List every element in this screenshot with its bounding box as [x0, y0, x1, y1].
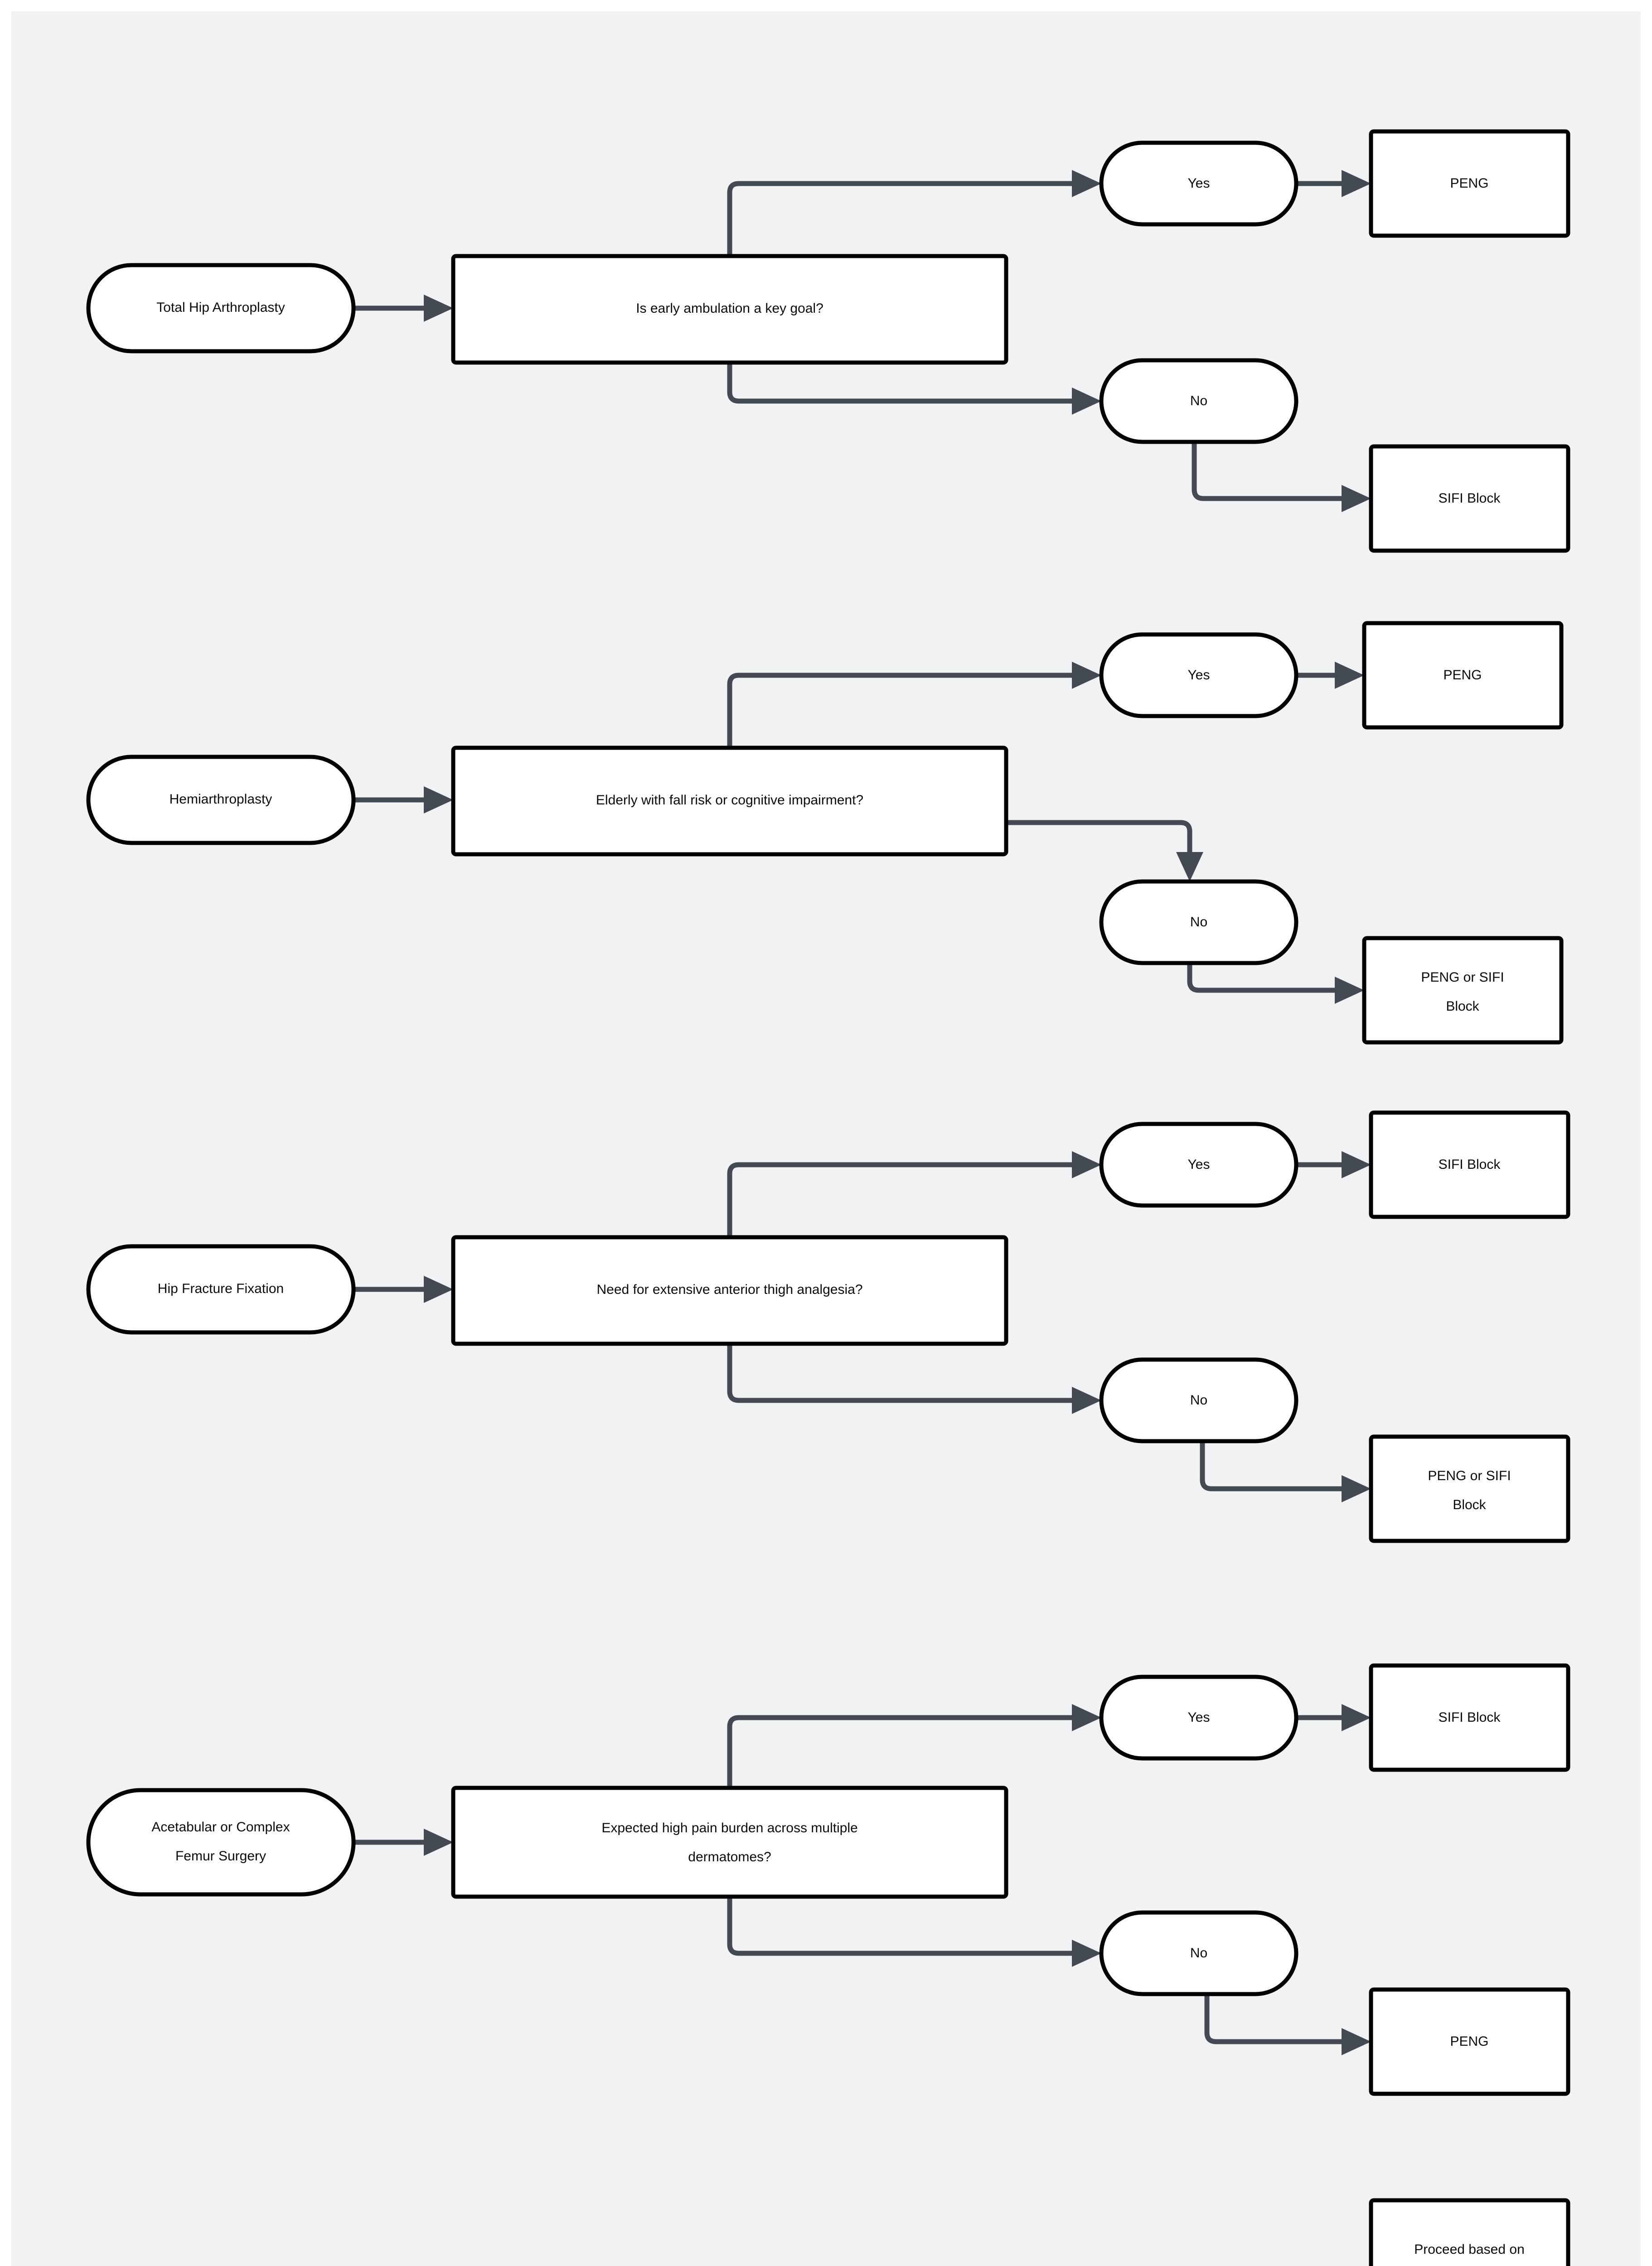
result-node-g2-no[interactable]: PENG or SIFI Block: [1362, 936, 1564, 1045]
yes-node-g1[interactable]: Yes: [1099, 140, 1298, 227]
arrowhead-decision-to-yes-g2: [1072, 662, 1101, 689]
arrowhead-decision-to-yes-g3: [1072, 1151, 1101, 1178]
result-node-g1-no[interactable]: SIFI Block: [1369, 444, 1570, 553]
arrowhead-no-to-result-g3: [1342, 1475, 1371, 1502]
yes-node-label: Yes: [1188, 1710, 1210, 1725]
edge-no-to-result-g2: [1187, 963, 1335, 993]
no-node-label: No: [1190, 1946, 1207, 1961]
arrowhead-start-to-decision-g2: [424, 786, 453, 813]
result-node-label: PENG: [1443, 668, 1482, 683]
start-node-label: Hip Fracture Fixation: [158, 1281, 284, 1296]
group-institutional-considerations: Institutional Considerations Are trained…: [1369, 2198, 1570, 2266]
decision-node-label: Elderly with fall risk or cognitive impa…: [596, 793, 863, 808]
result-node-g4-no[interactable]: PENG: [1369, 1987, 1570, 2096]
start-node-hemiarthroplasty[interactable]: Hemiarthroplasty: [86, 755, 356, 845]
arrowhead-yes-to-result-g3: [1342, 1151, 1371, 1178]
edge-decision-to-no-g1: [727, 363, 1072, 404]
edge-decision-to-no-g4: [727, 1897, 1072, 1956]
edge-decision-to-yes-g3: [727, 1162, 1072, 1237]
edge-decision-to-no-g3: [727, 1344, 1072, 1403]
arrowhead-start-to-decision-g3: [424, 1276, 453, 1303]
result-node-label: SIFI Block: [1439, 1710, 1501, 1725]
start-node-label: Hemiarthroplasty: [170, 792, 272, 807]
result-node-label-line2: Block: [1446, 999, 1479, 1014]
edge-decision-to-yes-g2: [727, 673, 1072, 748]
group-total-hip-arthroplasty: Total Hip Arthroplasty Is early ambulati…: [86, 129, 1570, 553]
yes-node-g2[interactable]: Yes: [1099, 632, 1298, 718]
no-node-g4[interactable]: No: [1099, 1910, 1298, 1996]
start-node-label-line2: Femur Surgery: [175, 1849, 266, 1864]
decision-node-label: Is early ambulation a key goal?: [636, 301, 824, 316]
result-node-label-line1: PENG or SIFI: [1421, 970, 1504, 985]
arrowhead-decision-to-no-g2: [1176, 852, 1203, 881]
result-node-label-line1: Proceed based on: [1414, 2242, 1525, 2257]
result-node-label: SIFI Block: [1439, 491, 1501, 506]
result-node-label-line2: Block: [1453, 1497, 1486, 1512]
no-node-label: No: [1190, 1393, 1207, 1408]
result-node-g4-yes[interactable]: SIFI Block: [1369, 1663, 1570, 1772]
group-hemiarthroplasty: Hemiarthroplasty Elderly with fall risk …: [86, 621, 1564, 1045]
arrowhead-start-to-decision-g4: [424, 1829, 453, 1856]
group-hip-fracture-fixation: Hip Fracture Fixation Need for extensive…: [86, 1110, 1570, 1543]
yes-node-g3[interactable]: Yes: [1099, 1122, 1298, 1208]
arrowhead-yes-to-result-g1: [1342, 170, 1371, 197]
decision-node-label: Need for extensive anterior thigh analge…: [596, 1282, 862, 1297]
decision-node-high-pain-burden[interactable]: Expected high pain burden across multipl…: [451, 1786, 1008, 1899]
arrowhead-decision-to-no-g3: [1072, 1387, 1101, 1414]
flowchart-svg: Total Hip Arthroplasty Is early ambulati…: [86, 129, 1570, 2266]
start-node-total-hip-arthroplasty[interactable]: Total Hip Arthroplasty: [86, 263, 356, 353]
edge-decision-to-yes-g4: [727, 1715, 1072, 1788]
no-node-label: No: [1190, 915, 1207, 930]
arrowhead-yes-to-result-g4: [1342, 1704, 1371, 1731]
result-node-label-line1: PENG or SIFI: [1428, 1468, 1511, 1483]
arrowhead-start-to-decision-g1: [424, 295, 453, 322]
start-node-acetabular-or-complex-femur-surgery[interactable]: Acetabular or Complex Femur Surgery: [86, 1788, 356, 1897]
decision-node-label-line1: Expected high pain burden across multipl…: [601, 1821, 857, 1835]
edge-decision-to-yes-g1: [727, 181, 1072, 256]
result-node-label: PENG: [1450, 2034, 1488, 2049]
arrowhead-decision-to-yes-g4: [1072, 1704, 1101, 1731]
arrowhead-no-to-result-g1: [1342, 485, 1371, 512]
yes-node-g4[interactable]: Yes: [1099, 1675, 1298, 1761]
result-node-g5-yes[interactable]: Proceed based on clinical context: [1369, 2198, 1570, 2266]
no-node-label: No: [1190, 393, 1207, 408]
edge-decision-to-no-g2: [1006, 820, 1192, 852]
result-node-label: SIFI Block: [1439, 1157, 1501, 1172]
no-node-g3[interactable]: No: [1099, 1357, 1298, 1443]
decision-node-label-line2: dermatomes?: [688, 1850, 771, 1864]
no-node-g2[interactable]: No: [1099, 879, 1298, 965]
yes-node-label: Yes: [1188, 668, 1210, 683]
no-node-g1[interactable]: No: [1099, 358, 1298, 444]
yes-node-label: Yes: [1188, 1157, 1210, 1172]
arrowhead-decision-to-yes-g1: [1072, 170, 1101, 197]
arrowhead-yes-to-result-g2: [1335, 662, 1364, 689]
result-node-g1-yes[interactable]: PENG: [1369, 129, 1570, 238]
result-node-label: PENG: [1450, 176, 1488, 191]
edge-no-to-result-g1: [1192, 419, 1342, 501]
result-node-g3-yes[interactable]: SIFI Block: [1369, 1110, 1570, 1219]
flowchart-canvas: Total Hip Arthroplasty Is early ambulati…: [11, 11, 1641, 2266]
decision-node-elderly-fall-risk[interactable]: Elderly with fall risk or cognitive impa…: [451, 746, 1008, 857]
start-node-label-line1: Acetabular or Complex: [151, 1820, 290, 1835]
arrowhead-decision-to-no-g1: [1072, 387, 1101, 415]
start-node-label: Total Hip Arthroplasty: [156, 300, 285, 315]
arrowhead-no-to-result-g4: [1342, 2028, 1371, 2055]
group-acetabular-or-complex-femur-surgery: Acetabular or Complex Femur Surgery Expe…: [86, 1663, 1570, 2096]
edge-no-to-result-g3: [1200, 1419, 1342, 1491]
result-node-g2-yes[interactable]: PENG: [1362, 621, 1564, 730]
edge-no-to-result-g4: [1204, 1971, 1342, 2044]
decision-node-anterior-thigh-analgesia[interactable]: Need for extensive anterior thigh analge…: [451, 1235, 1008, 1346]
result-node-g3-no[interactable]: PENG or SIFI Block: [1369, 1434, 1570, 1543]
yes-node-label: Yes: [1188, 176, 1210, 191]
arrowhead-no-to-result-g2: [1335, 977, 1364, 1004]
arrowhead-decision-to-no-g4: [1072, 1940, 1101, 1967]
decision-node-early-ambulation[interactable]: Is early ambulation a key goal?: [451, 254, 1008, 365]
start-node-hip-fracture-fixation[interactable]: Hip Fracture Fixation: [86, 1244, 356, 1335]
